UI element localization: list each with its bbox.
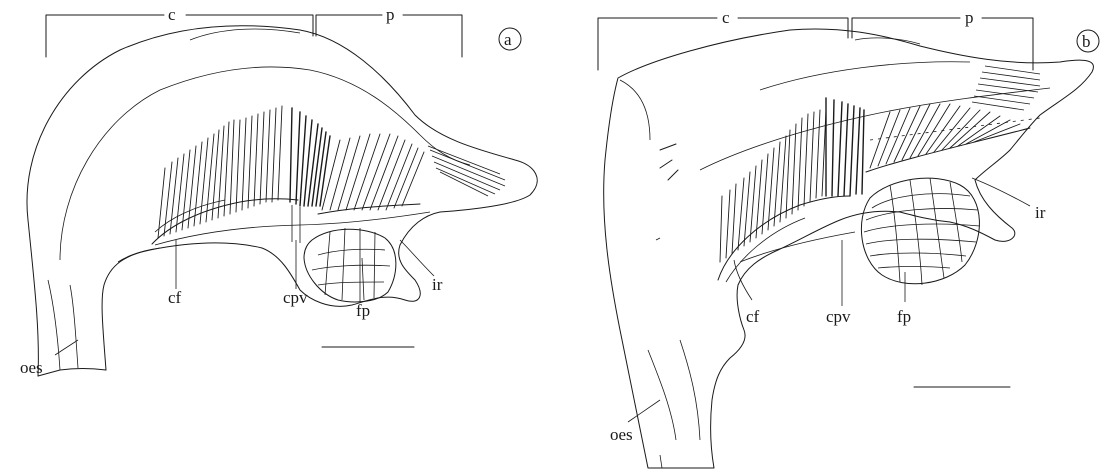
label-cpv-b: cpv <box>826 307 851 326</box>
panel-b: c p b <box>598 8 1099 468</box>
label-fp-b: fp <box>897 307 911 326</box>
region-label-p-a: p <box>386 5 395 24</box>
filter-plate-a <box>304 228 396 302</box>
pharynx-outline-b <box>604 29 1094 468</box>
panel-id-b: b <box>1082 32 1091 51</box>
label-ir-b: ir <box>1035 203 1046 222</box>
ciliary-hairs-cf-a <box>152 106 298 244</box>
region-label-c-b: c <box>722 8 730 27</box>
label-cf-a: cf <box>168 288 182 307</box>
ciliary-hairs-ir-a <box>318 134 424 214</box>
ciliary-hairs-ir-b <box>866 104 1040 172</box>
panel-a: c p a <box>20 5 537 377</box>
region-label-c-a: c <box>168 5 176 24</box>
ciliary-hairs-cf-b <box>718 110 850 282</box>
ciliary-hairs-cpv-b <box>826 98 864 196</box>
pharynx-outline-a <box>27 26 537 376</box>
posterior-hatching-b <box>972 66 1040 110</box>
label-oes-a: oes <box>20 358 43 377</box>
panel-id-a: a <box>504 30 512 49</box>
ciliary-hairs-cpv-a <box>290 108 330 243</box>
label-ir-a: ir <box>432 275 443 294</box>
bracket-p-b <box>852 18 1033 70</box>
label-cf-b: cf <box>746 307 760 326</box>
bracket-c-a <box>46 15 313 57</box>
region-label-p-b: p <box>965 8 974 27</box>
label-fp-a: fp <box>356 301 370 320</box>
label-cpv-a: cpv <box>283 288 308 307</box>
filter-plate-b <box>861 178 980 285</box>
label-oes-b: oes <box>610 425 633 444</box>
